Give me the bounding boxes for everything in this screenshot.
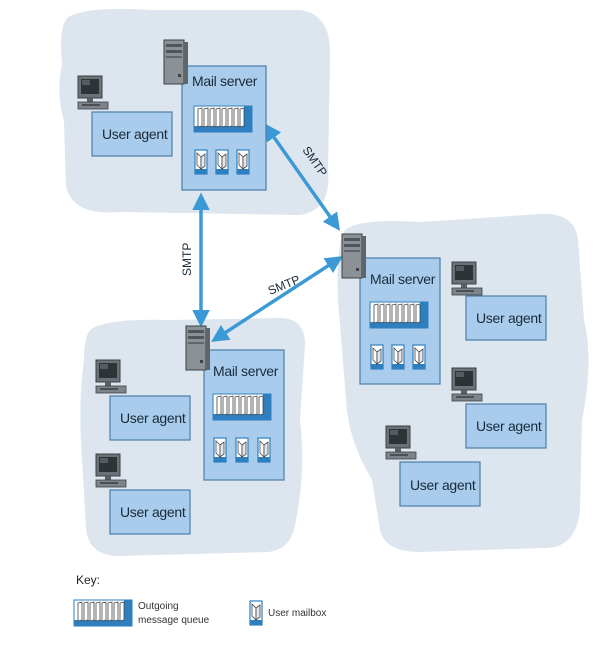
user-agent-right-1: User agent: [465, 295, 547, 341]
message-queue-icon: [212, 393, 272, 421]
message-queue-icon: [193, 105, 253, 133]
legend-title: Key:: [76, 573, 100, 587]
mail-server-right: Mail server: [359, 257, 441, 385]
user-agent-label: User agent: [120, 410, 186, 426]
mailbox-icon: [391, 344, 405, 370]
user-agent-label: User agent: [410, 477, 476, 493]
server-tower-icon: [185, 325, 211, 371]
smtp-link-right-bottom: [211, 256, 343, 342]
mail-server-label: Mail server: [192, 73, 258, 89]
user-agent-box: [109, 395, 191, 441]
user-agent-top: User agent: [91, 111, 173, 157]
user-agent-right-3: User agent: [399, 461, 481, 507]
user-agent-label: User agent: [476, 418, 542, 434]
user-agent-box: [109, 489, 191, 535]
mailbox-icon: [412, 344, 426, 370]
user-agent-label: User agent: [102, 126, 168, 142]
mail-server-top: Mail server: [181, 65, 267, 191]
user-agent-box: [399, 461, 481, 507]
user-agent-label: User agent: [120, 504, 186, 520]
mailbox-icon: [249, 600, 263, 626]
mailbox-icon: [213, 437, 227, 463]
message-queue-icon: [369, 301, 429, 329]
user-agent-bottom-1: User agent: [109, 395, 191, 441]
user-agent-label: User agent: [476, 310, 542, 326]
user-agent-box: [465, 403, 547, 449]
user-agent-box: [91, 111, 173, 157]
legend-queue-label-line1: Outgoing: [138, 601, 179, 612]
legend: Key: Outgoing message queue User mailbox: [73, 573, 326, 627]
mailbox-icon: [370, 344, 384, 370]
server-tower-icon: [163, 39, 189, 85]
smtp-label-top-bottom: SMTP: [180, 243, 194, 276]
mail-server-label: Mail server: [370, 271, 436, 287]
legend-mailbox-label: User mailbox: [268, 608, 326, 619]
legend-queue-label-line2: message queue: [138, 615, 210, 626]
mailbox-icon: [236, 149, 250, 175]
smtp-link-top-right: [263, 123, 341, 231]
user-agent-bottom-2: User agent: [109, 489, 191, 535]
message-queue-icon: [73, 599, 133, 627]
mailbox-icon: [257, 437, 271, 463]
user-agent-right-2: User agent: [465, 403, 547, 449]
mailbox-icon: [215, 149, 229, 175]
user-agent-box: [465, 295, 547, 341]
mailbox-icon: [194, 149, 208, 175]
mail-server-bottom: Mail server: [203, 349, 285, 481]
mailbox-icon: [235, 437, 249, 463]
mail-server-label: Mail server: [213, 363, 279, 379]
server-tower-icon: [341, 233, 367, 279]
